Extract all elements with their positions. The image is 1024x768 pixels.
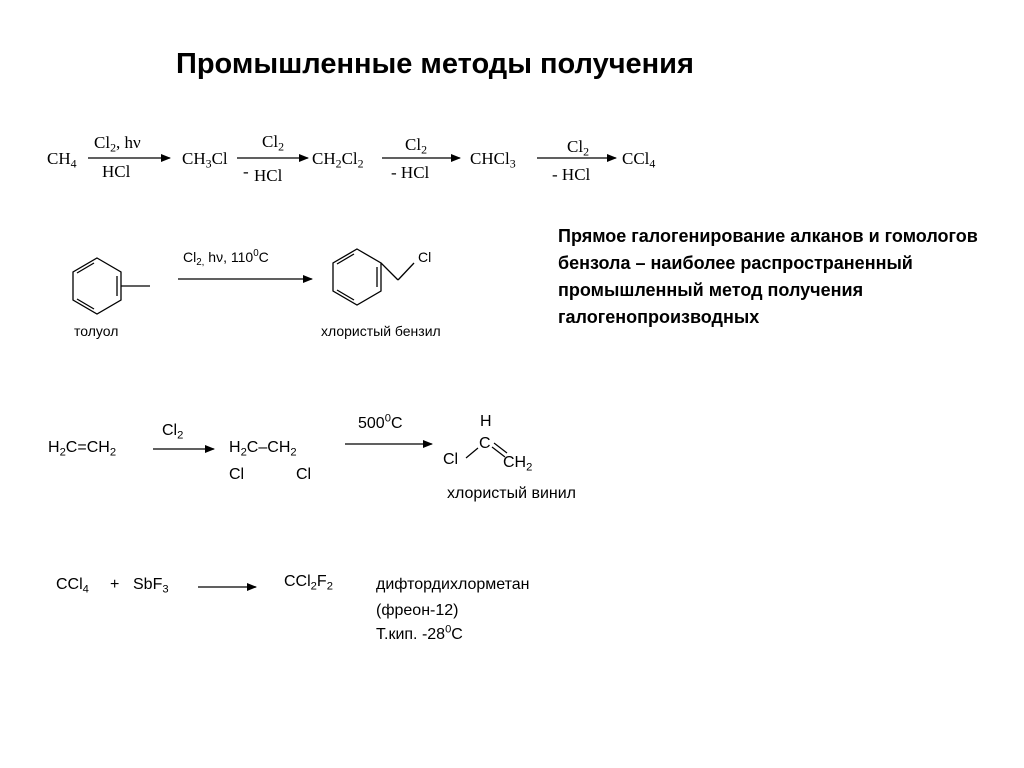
step2-reagent: Cl2	[262, 132, 285, 154]
vinyl-ch2: CH2	[503, 454, 533, 474]
freon-boiling-point: Т.кип. -280C	[376, 623, 463, 643]
formula-ccl4: CCl4	[622, 149, 656, 171]
pyrolysis-conditions: 5000C	[358, 412, 403, 432]
step1-reagent: Cl2, hν	[94, 133, 141, 155]
step4-byproduct: - HCl	[552, 165, 591, 184]
vinyl-h: H	[480, 413, 492, 430]
benzyl-chloride-structure	[332, 248, 415, 306]
step4-reagent: Cl2	[567, 137, 590, 159]
toluene-structure	[72, 257, 150, 315]
formula-ch3cl: CH3Cl	[182, 149, 228, 171]
toluene-conditions: Cl2, hν, 1100C	[183, 248, 269, 268]
step3-byproduct: - HCl	[391, 163, 430, 182]
page-title: Промышленные методы получения	[176, 48, 694, 80]
formula-ch2cl2: CH2Cl2	[312, 149, 364, 171]
dichloroethane-cl-right: Cl	[296, 466, 312, 483]
vinyl-chloride-label: хлористый винил	[447, 485, 577, 502]
formula-ccl2f2: CCl2F2	[284, 573, 333, 593]
step1-byproduct: HCl	[102, 162, 131, 181]
toluene-label: толуол	[74, 323, 119, 339]
description-text: Прямое галогенирование алканов и гомолог…	[558, 226, 978, 327]
vinyl-bond-cl	[465, 447, 479, 459]
ethylene-reagent: Cl2	[162, 422, 184, 442]
vinyl-cl: Cl	[443, 451, 459, 468]
benzyl-chloride-label: хлористый бензил	[321, 323, 441, 339]
dichloroethane-cl-left: Cl	[229, 466, 245, 483]
freon-alias: (фреон-12)	[376, 602, 459, 619]
benzyl-cl-atom: Cl	[418, 249, 432, 265]
step2-byproduct: HCl	[254, 166, 283, 185]
freon-name: дифтордихлорметан	[376, 576, 530, 593]
plus-sign: +	[110, 576, 120, 593]
formula-ccl4-reactant: CCl4	[56, 576, 89, 596]
vinyl-c: C	[479, 435, 491, 452]
step2-dash: -	[243, 162, 249, 181]
formula-ch4: CH4	[47, 149, 77, 171]
formula-dichloroethane: H2C–CH2	[229, 439, 297, 459]
formula-chcl3: CHCl3	[470, 149, 516, 171]
formula-sbf3: SbF3	[133, 576, 169, 596]
step3-reagent: Cl2	[405, 135, 428, 157]
formula-ethylene: H2C=CH2	[48, 439, 117, 459]
